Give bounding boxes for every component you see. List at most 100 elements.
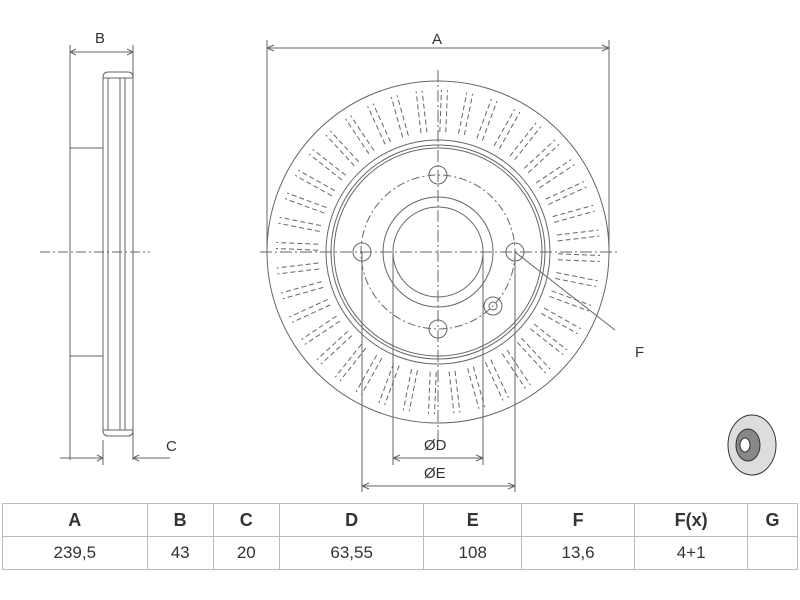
vane-slot	[367, 105, 386, 145]
vane-slot	[329, 130, 360, 163]
vane-slot	[556, 272, 598, 282]
vane-slot	[509, 122, 537, 157]
vane-slot	[355, 354, 378, 393]
label-d: ØD	[424, 437, 447, 454]
table-value-g	[747, 536, 798, 570]
label-a: A	[432, 31, 442, 48]
vane-slot	[277, 268, 320, 275]
vane-slot	[530, 328, 564, 356]
vane-slot	[557, 259, 600, 262]
vane-slot	[339, 347, 367, 382]
vane-slot	[291, 304, 331, 323]
vane-slot	[334, 344, 362, 378]
vane-slot	[284, 198, 325, 214]
vane-slot	[312, 148, 346, 176]
vane-slot	[295, 174, 333, 197]
vane-slot	[484, 362, 504, 401]
vane-slot	[454, 370, 461, 413]
vane-slot	[445, 90, 448, 133]
vane-slot	[421, 90, 428, 133]
vane-slot	[304, 320, 341, 345]
vane-slot	[545, 181, 585, 200]
table-header-g: G	[747, 503, 798, 537]
label-b: B	[95, 30, 105, 47]
vane-slot	[548, 186, 587, 206]
vane-slot	[390, 96, 404, 138]
vane-slot	[434, 372, 437, 415]
vane-slot	[276, 242, 319, 245]
table-value-fx: 4+1	[634, 536, 749, 570]
vane-slot	[448, 371, 455, 414]
vane-slot	[521, 337, 551, 370]
vane-slot	[308, 153, 343, 181]
table-value-b: 43	[146, 536, 214, 570]
label-e: ØE	[424, 465, 446, 482]
vane-slot	[350, 115, 375, 151]
table-header-a: A	[2, 503, 148, 537]
table-header-e: E	[423, 503, 522, 537]
vane-slot	[289, 298, 328, 318]
vane-slot	[279, 216, 322, 227]
vane-slot	[316, 330, 349, 361]
table-header-d: D	[278, 503, 425, 537]
table-header-f: F	[520, 503, 636, 537]
vane-slot	[320, 335, 353, 365]
side-view: B C	[40, 30, 177, 465]
vane-slot	[552, 204, 594, 218]
table-header-b: B	[146, 503, 214, 537]
front-view: A F ØD ØE	[260, 31, 644, 492]
table-value-a: 239,5	[2, 536, 148, 570]
vane-slot	[539, 164, 575, 189]
vane-slot	[428, 371, 431, 414]
table-value-e: 108	[423, 536, 522, 570]
label-f: F	[635, 344, 644, 361]
vane-slot	[276, 262, 319, 269]
label-c: C	[166, 438, 177, 455]
vane-slot	[557, 235, 600, 242]
vane-slot	[543, 307, 581, 330]
vane-slot	[301, 315, 337, 340]
disc-3d-thumbnail-icon	[727, 414, 777, 476]
vane-slot	[551, 290, 592, 306]
vane-slot	[481, 100, 498, 141]
table-value-d: 63,55	[278, 536, 425, 570]
vane-slot	[527, 143, 560, 174]
vane-slot	[372, 103, 392, 142]
vane-slot	[490, 359, 509, 399]
vane-slot	[514, 126, 542, 160]
technical-drawing: B C A F ØD ØE	[40, 30, 777, 492]
vane-slot	[408, 370, 418, 412]
vane-slot	[506, 349, 531, 386]
vane-slot	[286, 192, 327, 209]
vane-slot	[540, 312, 579, 335]
vane-slot	[458, 92, 468, 134]
vane-slot	[476, 98, 492, 139]
vane-slot	[463, 93, 474, 136]
vane-slot	[556, 229, 599, 236]
vane-slot	[439, 89, 442, 132]
vane-slot	[297, 169, 336, 192]
vane-slot	[523, 139, 556, 169]
table-header-fx: F(x)	[634, 503, 749, 537]
vane-slot	[535, 159, 572, 184]
vane-slot	[345, 118, 370, 155]
vane-slot	[396, 95, 409, 136]
vane-slot	[378, 363, 395, 404]
vane-slot	[498, 111, 521, 150]
vane-slot	[554, 277, 597, 288]
table-header-c: C	[212, 503, 280, 537]
vane-slot	[558, 253, 601, 256]
vane-slot	[384, 365, 400, 406]
table-value-c: 20	[212, 536, 280, 570]
vane-slot	[325, 134, 355, 167]
vane-slot	[275, 248, 318, 251]
vane-slot	[467, 368, 480, 409]
vane-slot	[415, 91, 422, 134]
vane-slot	[493, 109, 516, 147]
vane-slot	[533, 323, 568, 351]
vane-slot	[501, 353, 526, 389]
table-value-f: 13,6	[520, 536, 636, 570]
vane-slot	[554, 210, 595, 223]
